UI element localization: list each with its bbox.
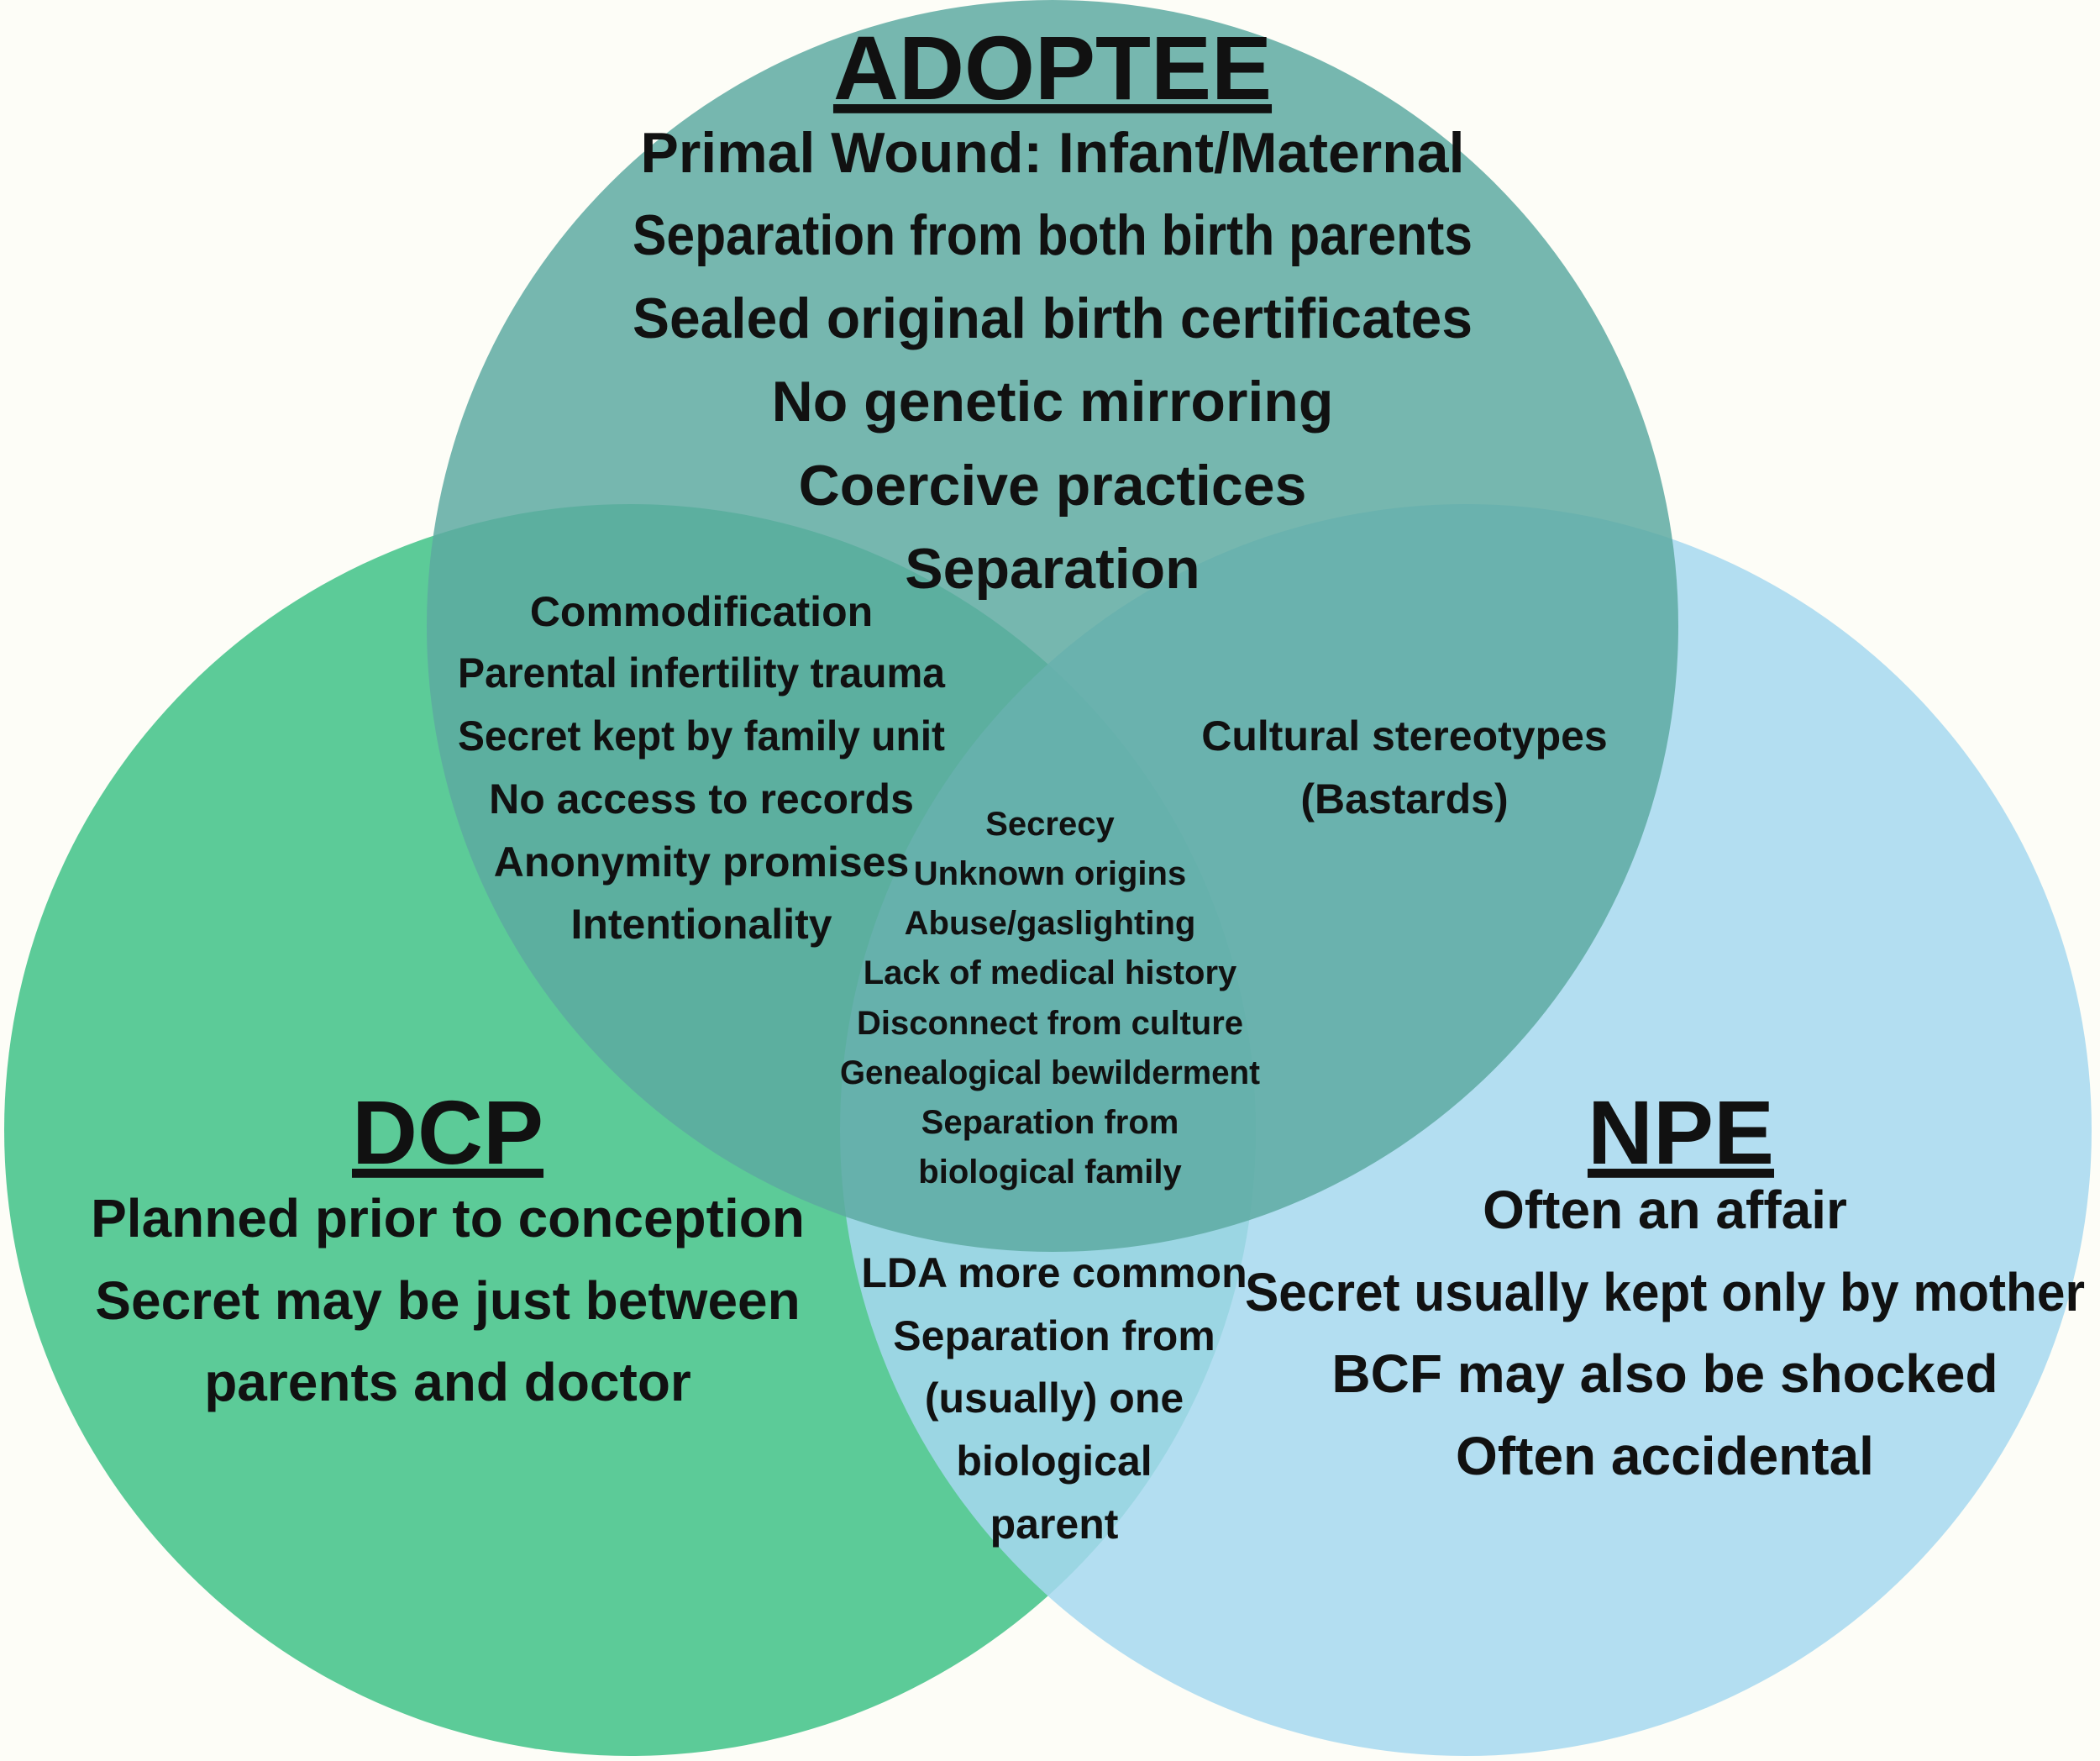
adoptee-npe-item: Cultural stereotypes <box>1201 712 1607 760</box>
dcp-list: Planned prior to conception Secret may b… <box>91 1188 805 1412</box>
adoptee-item: Separation from both birth parents <box>633 203 1473 267</box>
adoptee-dcp-item: Parental infertility trauma <box>458 649 946 697</box>
dcp-title: DCP <box>352 1081 543 1183</box>
dcp-item: Secret may be just between <box>95 1270 800 1331</box>
adoptee-item: No genetic mirroring <box>772 370 1334 434</box>
dcp-npe-list: LDA more common Separation from (usually… <box>861 1249 1247 1548</box>
npe-item: Secret usually kept only by mother <box>1245 1262 2085 1322</box>
dcp-npe-item: Separation from <box>893 1312 1215 1359</box>
adoptee-dcp-list: Commodification Parental infertility tra… <box>458 588 946 948</box>
npe-item: BCF may also be shocked <box>1331 1343 1998 1404</box>
adoptee-item: Primal Wound: Infant/Maternal <box>640 121 1464 185</box>
dcp-npe-item: LDA more common <box>861 1249 1247 1296</box>
adoptee-dcp-item: Secret kept by family unit <box>458 712 945 760</box>
dcp-item: parents and doctor <box>204 1352 691 1412</box>
all-three-item: biological family <box>918 1154 1182 1191</box>
adoptee-npe-item: (Bastards) <box>1300 775 1508 823</box>
npe-item: Often an affair <box>1483 1180 1847 1240</box>
adoptee-item: Coercive practices <box>799 454 1307 518</box>
all-three-item: Separation from <box>921 1104 1179 1141</box>
adoptee-dcp-item: Anonymity promises <box>494 838 910 886</box>
adoptee-dcp-item: Intentionality <box>570 901 832 948</box>
adoptee-item: Separation <box>905 537 1200 601</box>
npe-item: Often accidental <box>1456 1426 1874 1486</box>
adoptee-dcp-item: No access to records <box>489 775 914 823</box>
all-three-item: Unknown origins <box>914 855 1186 892</box>
adoptee-npe-list: Cultural stereotypes (Bastards) <box>1201 712 1607 823</box>
npe-list: Often an affair Secret usually kept only… <box>1245 1180 2085 1486</box>
all-three-item: Lack of medical history <box>864 954 1237 991</box>
dcp-npe-item: (usually) one <box>925 1375 1184 1422</box>
npe-title: NPE <box>1588 1081 1774 1183</box>
all-three-item: Disconnect from culture <box>857 1005 1243 1042</box>
all-three-item: Genealogical bewilderment <box>840 1054 1260 1091</box>
adoptee-dcp-item: Commodification <box>530 588 873 635</box>
all-three-item: Abuse/gaslighting <box>905 905 1196 942</box>
dcp-npe-item: biological <box>956 1438 1152 1485</box>
adoptee-item: Sealed original birth certificates <box>633 286 1473 350</box>
dcp-npe-item: parent <box>990 1501 1119 1548</box>
adoptee-list: Primal Wound: Infant/Maternal Separation… <box>633 121 1473 601</box>
dcp-item: Planned prior to conception <box>91 1188 805 1248</box>
adoptee-title: ADOPTEE <box>833 17 1272 118</box>
all-three-item: Secrecy <box>985 806 1115 843</box>
all-three-list: Secrecy Unknown origins Abuse/gaslightin… <box>840 806 1260 1191</box>
adoptee-circle <box>427 0 1678 1252</box>
